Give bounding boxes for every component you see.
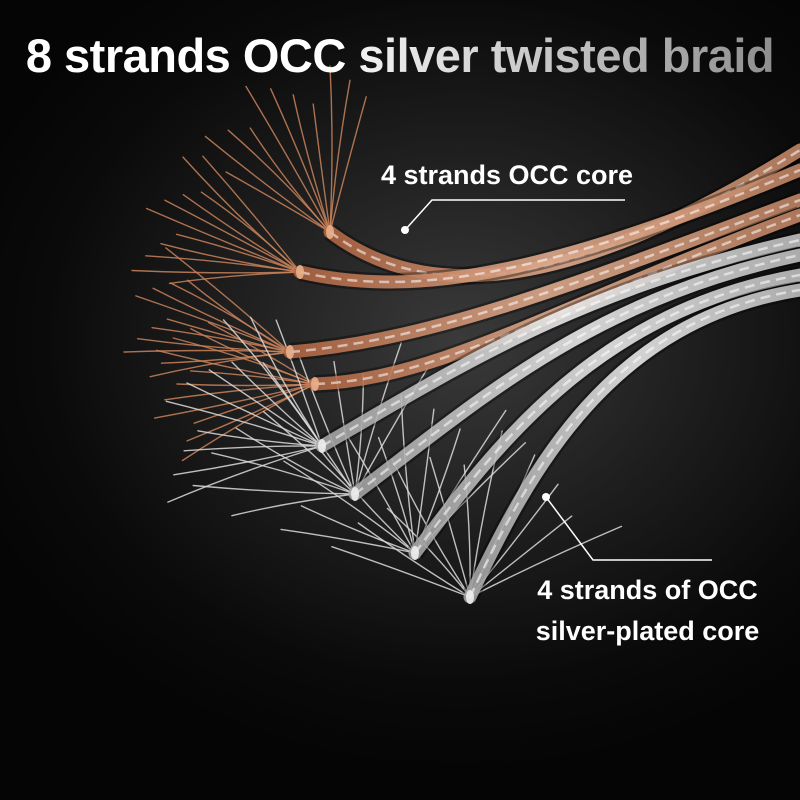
silver-core-end — [411, 546, 419, 560]
copper-wire-strand — [152, 287, 291, 353]
copper-wire-strand — [249, 127, 331, 233]
copper-wire-strand — [204, 135, 331, 233]
copper-wire-strand — [164, 199, 301, 273]
silver-core-label: 4 strands of OCC silver-plated core — [505, 570, 790, 652]
copper-wire-strand — [292, 94, 331, 233]
copper-wire-strand — [329, 79, 351, 233]
silver-wire-strand — [275, 319, 323, 447]
copper-wire-strand — [329, 96, 367, 233]
silver-wire-strand — [280, 528, 416, 554]
copper-wire-strand — [186, 279, 291, 353]
copper-callout-dot — [401, 226, 409, 234]
copper-wire-strand — [202, 155, 301, 273]
copper-wire-strand — [207, 321, 316, 385]
copper-wire-strand — [175, 233, 301, 273]
silver-core-end — [351, 487, 359, 501]
copper-wire-strand — [160, 351, 291, 364]
callout-leader-lines — [401, 199, 712, 561]
silver-wire-strand — [167, 445, 323, 503]
silver-wire-strand — [469, 525, 623, 598]
silver-wire-strand — [357, 522, 471, 598]
copper-wire-strand — [245, 85, 331, 233]
silver-wire-strand — [386, 507, 471, 598]
copper-core-highlight — [314, 213, 800, 386]
copper-wire-strand — [312, 103, 331, 233]
silver-core-label-line-2: silver-plated core — [535, 616, 760, 646]
silver-callout-line — [545, 496, 712, 561]
silver-wire-strand — [347, 436, 416, 554]
copper-wire-strand — [193, 383, 316, 424]
silver-wire-strand — [262, 411, 356, 495]
silver-wire-strand — [197, 430, 323, 447]
headline-part-2: silver twisted braid — [358, 29, 775, 82]
silver-core-end — [466, 590, 474, 604]
copper-wire-strand — [166, 318, 291, 353]
silver-wire-strand — [331, 546, 471, 598]
silver-wire-strand — [235, 427, 356, 495]
silver-wire-strand — [208, 369, 323, 447]
silver-wire-strand — [192, 484, 356, 495]
copper-wire-strand — [131, 269, 301, 274]
copper-core-end — [326, 225, 334, 239]
silver-wire-strand — [183, 445, 323, 452]
silver-core-highlight — [354, 253, 800, 495]
copper-core-end — [286, 345, 294, 359]
copper-wire-strand — [182, 194, 301, 273]
silver-core-label-line-1: 4 strands of OCC — [537, 575, 758, 605]
silver-wire-strand — [211, 452, 356, 495]
copper-wire-strand — [200, 191, 301, 273]
copper-wire-strand — [176, 383, 316, 387]
silver-core-highlight — [414, 273, 800, 554]
copper-core-end — [296, 265, 304, 279]
silver-wire-strand — [283, 460, 416, 554]
copper-callout-line — [404, 199, 625, 231]
silver-core — [463, 283, 800, 604]
braid-cores — [283, 142, 800, 604]
copper-wire-strand — [155, 349, 316, 385]
silver-core-highlight — [321, 238, 800, 448]
silver-callout-dot — [542, 493, 550, 501]
copper-wire-strand — [145, 207, 301, 273]
headline-part-1: 8 strands OCC — [25, 29, 346, 82]
copper-wire-strand — [136, 338, 291, 353]
copper-core-highlight — [289, 198, 800, 354]
silver-wire-strand — [354, 372, 365, 495]
copper-wire-strand — [160, 243, 301, 273]
copper-wire-strand — [153, 383, 316, 419]
silver-core-end — [318, 439, 326, 453]
silver-wire-strand — [315, 443, 416, 554]
silver-wire-strand — [400, 394, 416, 554]
copper-wire-strand — [329, 65, 333, 233]
copper-core-highlight — [299, 168, 800, 284]
copper-core-end — [311, 377, 319, 391]
silver-wire-strand — [429, 456, 471, 598]
silver-wire-strand — [299, 357, 356, 495]
copper-wire-strand — [135, 295, 291, 353]
silver-wire-strand — [231, 361, 323, 447]
copper-wire-strand — [182, 156, 301, 273]
copper-core-label: 4 strands OCC core — [380, 160, 634, 190]
silver-wire-strand — [186, 382, 323, 447]
copper-wire-strand — [225, 171, 331, 233]
silver-wire-strand — [377, 436, 416, 554]
silver-wire-strand — [165, 400, 323, 447]
wire-fans — [123, 65, 623, 598]
copper-wire-strand — [190, 328, 316, 385]
silver-wire-strand — [231, 493, 356, 517]
headline: 8 strands OCC silver twisted braid — [0, 28, 800, 83]
copper-wire-strand — [270, 88, 331, 233]
silver-wire-strand — [300, 505, 416, 554]
copper-wire-strand — [165, 247, 291, 353]
